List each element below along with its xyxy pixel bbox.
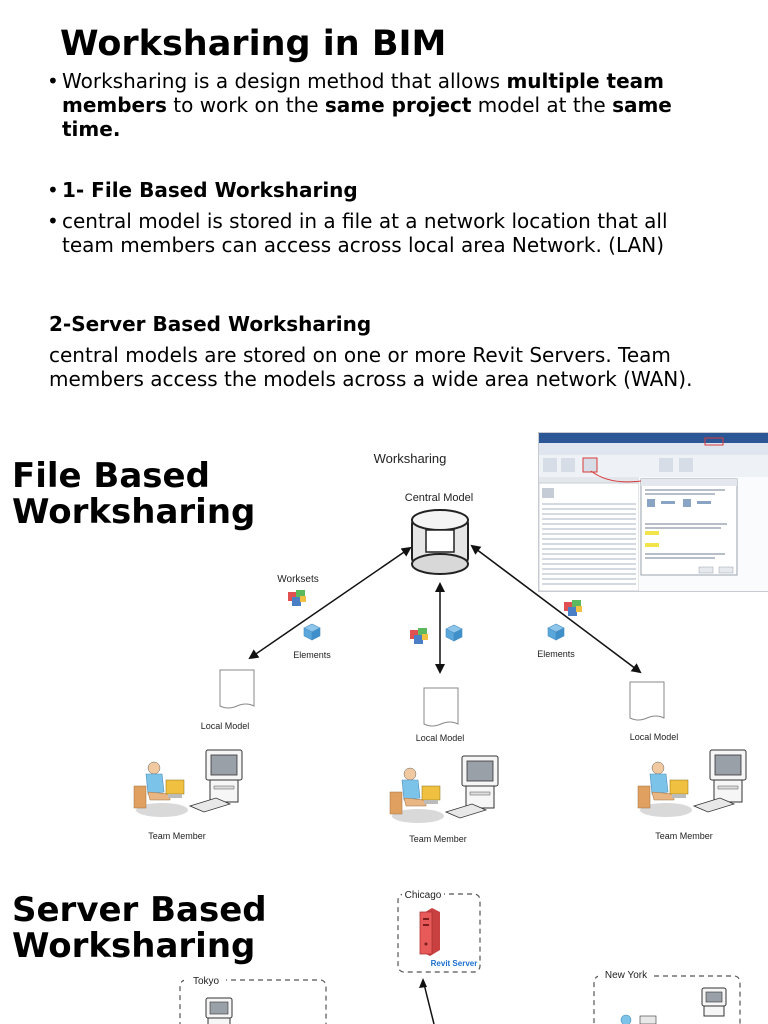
worksets-label: Worksets [277, 574, 319, 585]
intro-text: Worksharing is a design method that allo… [62, 69, 737, 141]
worksets-icon [564, 600, 582, 616]
intro-emphasis: same time. [62, 93, 672, 141]
server-based-heading: 2-Server Based Worksharing [49, 312, 372, 336]
server-based-diagram: Chicago Revit Server Tokyo New York [179, 888, 741, 1024]
intro-bullet: • Worksharing is a design method that al… [47, 69, 737, 141]
local-model-doc-icon [629, 681, 665, 721]
diagram-title-line: File Based [12, 456, 210, 496]
central-database-icon [411, 509, 469, 575]
computer-icon [205, 997, 233, 1024]
team-member-group-left [133, 749, 243, 818]
team-member-label-right: Team Member [655, 831, 713, 841]
chicago-site-box [397, 893, 481, 973]
new-york-site-box [593, 975, 741, 1024]
bullet-dot: • [47, 178, 59, 202]
diagram-title-line: Worksharing [12, 492, 256, 532]
bullet-dot: • [47, 69, 59, 93]
bullet-dot: • [47, 209, 59, 233]
file-based-diagram: Worksharing Central Model Worksets Eleme… [133, 451, 747, 844]
elements-label-left: Elements [293, 650, 331, 660]
diagram-header: Worksharing [374, 451, 447, 466]
person-at-desk-icon [133, 761, 189, 818]
elements-label-right: Elements [537, 649, 575, 659]
chicago-label: Chicago [405, 890, 442, 901]
computer-icon [701, 987, 727, 1017]
local-model-doc-icon [423, 687, 459, 727]
elements-icon [547, 623, 565, 641]
arrow-left [248, 546, 412, 660]
local-model-doc-icon [219, 669, 255, 709]
revit-server-icon [419, 908, 440, 956]
team-member-group-mid [389, 755, 499, 824]
file-based-description: central model is stored in a file at a n… [62, 209, 668, 257]
intro-emphasis: same project [324, 93, 472, 117]
tokyo-label: Tokyo [193, 976, 220, 987]
person-at-desk-icon [389, 767, 445, 824]
team-member-label-mid: Team Member [409, 834, 467, 844]
intro-segment: Worksharing is a design method that allo… [62, 69, 507, 93]
intro-segment: to work on the [166, 93, 325, 117]
team-member-group-right [637, 749, 747, 818]
elements-icon [445, 624, 463, 642]
revit-server-label: Revit Server [431, 959, 478, 968]
person-at-desk-icon [620, 1014, 657, 1024]
central-model-label: Central Model [405, 492, 473, 504]
computer-icon [445, 755, 499, 819]
person-at-desk-icon [637, 761, 693, 818]
intro-emphasis: multiple team members [62, 69, 664, 117]
diagram-title-line: Worksharing [12, 926, 256, 966]
elements-icon [303, 623, 321, 641]
diagram-title-line: Server Based [12, 890, 267, 930]
worksets-icon [410, 628, 428, 644]
arrow-right [470, 544, 642, 674]
server-based-diagram-title: Server Based Worksharing [12, 892, 267, 964]
file-based-bullet-desc: • central model is stored in a file at a… [47, 209, 707, 257]
local-model-label-mid: Local Model [416, 733, 465, 743]
local-model-label-right: Local Model [630, 732, 679, 742]
team-member-label-left: Team Member [148, 831, 206, 841]
page-title: Worksharing in BIM [60, 24, 447, 64]
local-model-label-left: Local Model [201, 721, 250, 731]
file-based-bullet: • 1- File Based Worksharing [47, 178, 358, 202]
worksets-icon [288, 590, 306, 606]
arrow-to-server [422, 979, 435, 1024]
intro-segment: model at the [471, 93, 613, 117]
file-based-heading: 1- File Based Worksharing [62, 178, 358, 202]
computer-icon [693, 749, 747, 813]
new-york-label: New York [605, 970, 648, 981]
server-based-description: central models are stored on one or more… [49, 343, 693, 391]
file-based-diagram-title: File Based Worksharing [12, 458, 255, 530]
computer-icon [189, 749, 243, 813]
tokyo-site-box [179, 979, 327, 1024]
